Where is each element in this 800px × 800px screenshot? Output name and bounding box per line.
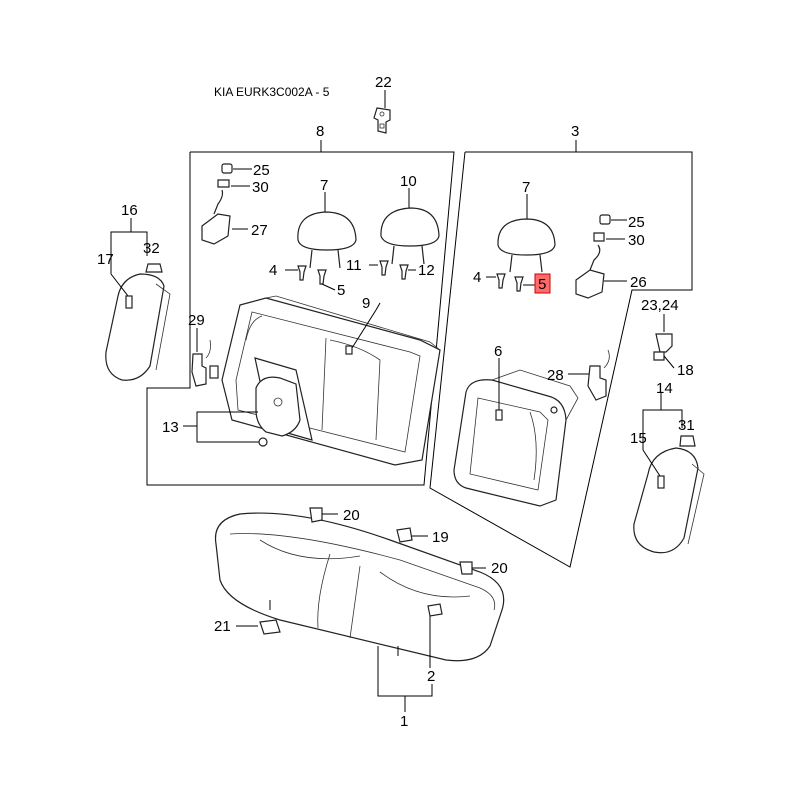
callout-1: 1 [400,713,408,730]
callout-19: 19 [432,529,449,546]
side-bolster-left [105,218,171,381]
callout-15: 15 [630,430,647,447]
callout-12: 12 [418,262,435,279]
side-bolster-right [633,393,705,554]
callout-3: 3 [571,123,579,140]
callout-9: 9 [362,295,370,312]
seat-cushion [214,512,505,712]
parts-23-24-18 [653,314,675,369]
callout-5-left: 5 [337,282,345,299]
seat-back-right [453,358,579,507]
callout-29: 29 [188,312,205,329]
callout-11: 11 [346,257,362,274]
seat-back-left [221,295,441,466]
callout-27: 27 [251,222,268,239]
guides-left [285,260,416,291]
callout-25-right: 25 [628,214,645,231]
callout-28: 28 [547,367,564,384]
cushion-clips [236,507,486,635]
callout-26: 26 [630,274,647,291]
callout-30-left: 30 [252,179,269,196]
callout-2: 2 [427,668,435,685]
callout-30-right: 30 [628,232,645,249]
callout-23-24: 23,24 [641,297,679,314]
callout-20-top: 20 [343,507,360,524]
callout-4-right: 4 [473,269,481,286]
callout-20-right: 20 [491,560,508,577]
diagram-title: KIA EURK3C002A - 5 [214,85,330,99]
callout-7-left: 7 [320,177,328,194]
callout-17: 17 [97,251,114,268]
callout-6: 6 [494,343,502,360]
latch-29 [191,328,219,387]
headrest-left-10 [380,188,440,265]
guides-right [486,273,537,292]
headrest-left-7 [297,192,357,269]
callout-25-left: 25 [253,162,270,179]
callout-8: 8 [316,123,324,140]
left-latch-parts [201,163,252,245]
highlight-box-5 [534,273,551,294]
frame-group-8 [146,140,455,486]
callout-7-right: 7 [522,179,530,196]
callout-10: 10 [400,173,417,190]
callout-18: 18 [677,362,694,379]
callout-labels: 22 8 3 25 30 27 7 10 4 5 11 12 9 7 4 5 2… [97,74,695,730]
callout-14: 14 [656,380,673,397]
part-22-bracket [373,90,391,134]
callout-32: 32 [143,240,160,257]
headrest-right-7 [497,194,556,273]
callout-16: 16 [121,202,138,219]
callout-21: 21 [214,618,231,635]
latch-28 [568,349,610,401]
callout-31: 31 [678,417,695,434]
right-latch-parts [575,214,627,299]
callout-22: 22 [375,74,392,91]
frame-group-3 [429,140,693,568]
callout-5-right: 5 [538,276,546,293]
callout-4-left: 4 [269,262,277,279]
bracket-13 [183,411,268,447]
callout-13: 13 [162,419,179,436]
